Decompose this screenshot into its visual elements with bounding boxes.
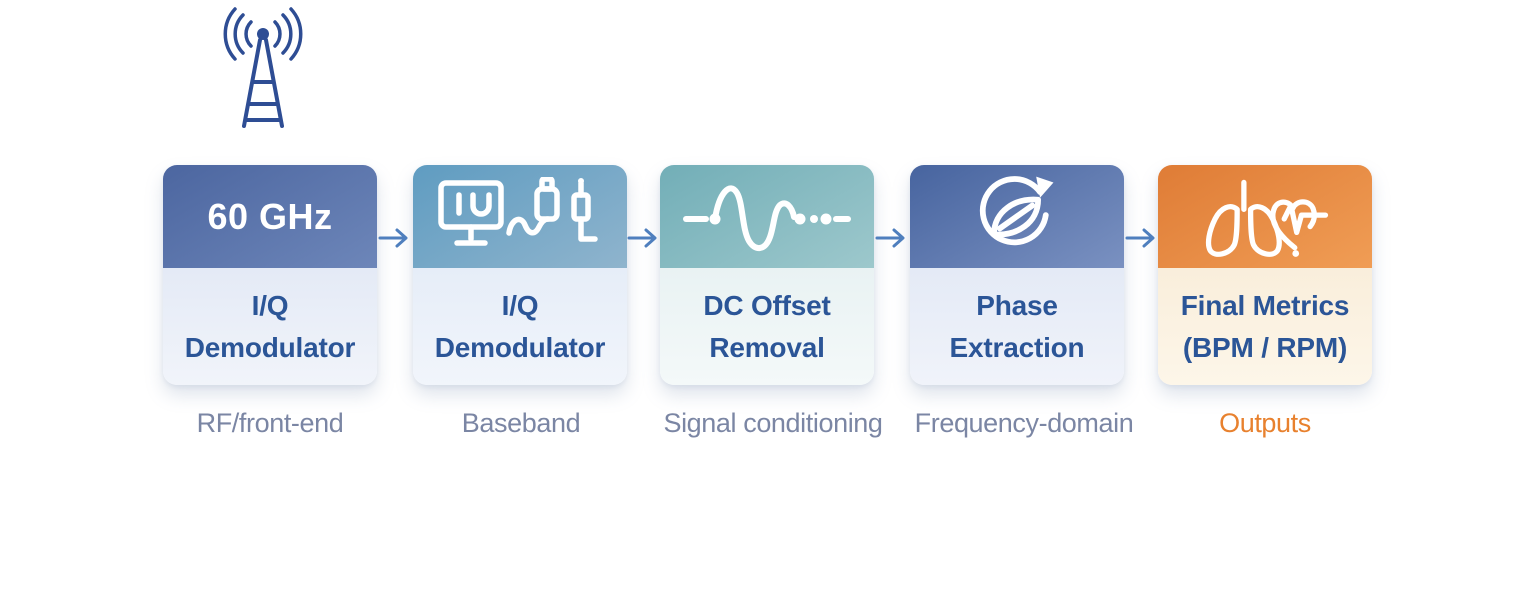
stage-signal-conditioning: DC Offset Removal <box>660 165 874 385</box>
stage-body: Final Metrics (BPM / RPM) <box>1158 268 1372 385</box>
stage-body: DC Offset Removal <box>660 268 874 385</box>
lungs-heart-icon <box>1205 179 1329 257</box>
stage-label: Phase Extraction <box>949 290 1085 363</box>
stage-body: I/Q Demodulator <box>413 268 627 385</box>
caption-signal-conditioning: Signal conditioning <box>663 408 883 438</box>
stage-label: I/Q Demodulator <box>434 290 606 363</box>
sine-wave-icon <box>683 184 851 251</box>
stage-header-baseband <box>413 165 627 268</box>
phase-cycle-leaf-icon <box>979 175 1054 245</box>
arrow-right-icon <box>378 228 408 248</box>
stage-outputs: Final Metrics (BPM / RPM) <box>1158 165 1372 385</box>
stage-header-dc-offset <box>660 165 874 268</box>
caption-baseband: Baseband <box>461 408 581 438</box>
stage-rf-front-end: 60 GHz I/Q Demodulator <box>163 165 377 385</box>
stage-label: I/Q Demodulator <box>184 290 356 363</box>
radio-tower-icon <box>223 7 303 128</box>
stage-header-final-metrics <box>1158 165 1372 268</box>
caption-rf-front-end: RF/front-end <box>196 408 344 438</box>
arrow-right-icon <box>627 228 657 248</box>
stage-body: I/Q Demodulator <box>163 268 377 385</box>
stage-frequency-domain: Phase Extraction <box>910 165 1124 385</box>
stage-label: Final Metrics (BPM / RPM) <box>1180 290 1350 363</box>
monitor-cable-plug-icon <box>438 176 598 246</box>
stage-label: DC Offset Removal <box>703 290 831 363</box>
arrow-right-icon <box>875 228 905 248</box>
stage-header-60ghz: 60 GHz <box>163 165 377 268</box>
caption-frequency-domain: Frequency-domain <box>914 408 1134 438</box>
stage-header-text: 60 GHz <box>207 195 333 237</box>
caption-outputs: Outputs <box>1219 408 1311 438</box>
stage-baseband: I/Q Demodulator <box>413 165 627 385</box>
arrow-right-icon <box>1125 228 1155 248</box>
stage-body: Phase Extraction <box>910 268 1124 385</box>
stage-header-phase <box>910 165 1124 268</box>
